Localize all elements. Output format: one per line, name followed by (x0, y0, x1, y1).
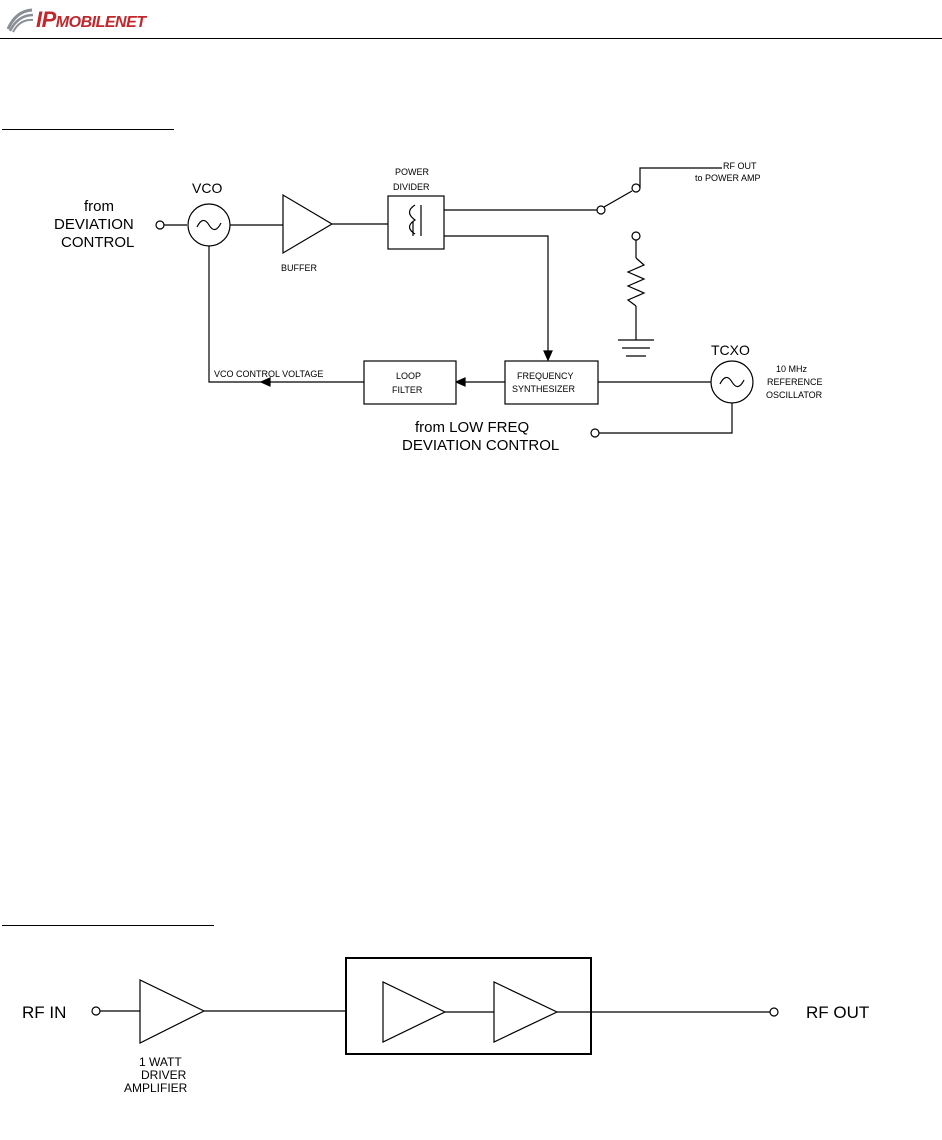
input-from-label: from (84, 198, 114, 215)
section2-heading-underline (2, 925, 214, 926)
input-control-label: CONTROL (61, 234, 134, 251)
ref-10mhz-label: 10 MHz (776, 364, 808, 374)
driver-line3-label: AMPLIFIER (124, 1081, 188, 1095)
input-terminal (156, 221, 164, 229)
switch-terminal-lower (597, 206, 605, 214)
driver-line1-label: 1 WATT (139, 1055, 182, 1069)
rf-out-label: RF OUT (723, 161, 757, 171)
vco-control-voltage-label: VCO CONTROL VOLTAGE (214, 369, 323, 379)
power-amplifier-block-diagram: RF IN RF OUT 1 WATT DRIVER AMPLIFIER (0, 940, 942, 1140)
loop-line2-label: FILTER (392, 385, 423, 395)
driver-line2-label: DRIVER (141, 1068, 187, 1082)
rf-out-label-2: RF OUT (806, 1003, 869, 1022)
loop-filter-box (364, 361, 456, 404)
driver-amplifier (140, 980, 204, 1043)
buffer-label: BUFFER (281, 263, 318, 273)
input-deviation-label: DEVIATION (54, 216, 134, 233)
rf-in-label: RF IN (22, 1003, 66, 1022)
buffer-amplifier (283, 195, 332, 253)
ref-reference-label: REFERENCE (767, 377, 823, 387)
tcxo-label: TCXO (711, 342, 750, 358)
synth-line1-label: FREQUENCY (517, 371, 574, 381)
to-power-amp-label: to POWER AMP (695, 173, 761, 183)
termination-resistor (628, 258, 644, 306)
divider-label: DIVIDER (393, 182, 430, 192)
rf-in-terminal (92, 1007, 100, 1015)
frequency-synthesizer-box (505, 361, 598, 404)
lowfreq-deviation-terminal (591, 429, 599, 437)
power-label: POWER (395, 167, 430, 177)
lowfreq-line2-label: DEVIATION CONTROL (402, 437, 559, 454)
rf-switch-arm (604, 191, 632, 207)
rf-out-terminal (770, 1008, 778, 1016)
ref-oscillator-label: OSCILLATOR (766, 390, 823, 400)
vco-label: VCO (192, 180, 222, 196)
power-divider-box (388, 196, 444, 249)
switch-terminal-upper (632, 184, 640, 192)
exciter-block-diagram: from DEVIATION CONTROL VCO BUFFER POWER … (0, 0, 942, 480)
lowfreq-line1-label: from LOW FREQ (415, 419, 529, 436)
resistor-terminal (632, 232, 640, 240)
synth-line2-label: SYNTHESIZER (512, 384, 576, 394)
loop-line1-label: LOOP (396, 371, 421, 381)
